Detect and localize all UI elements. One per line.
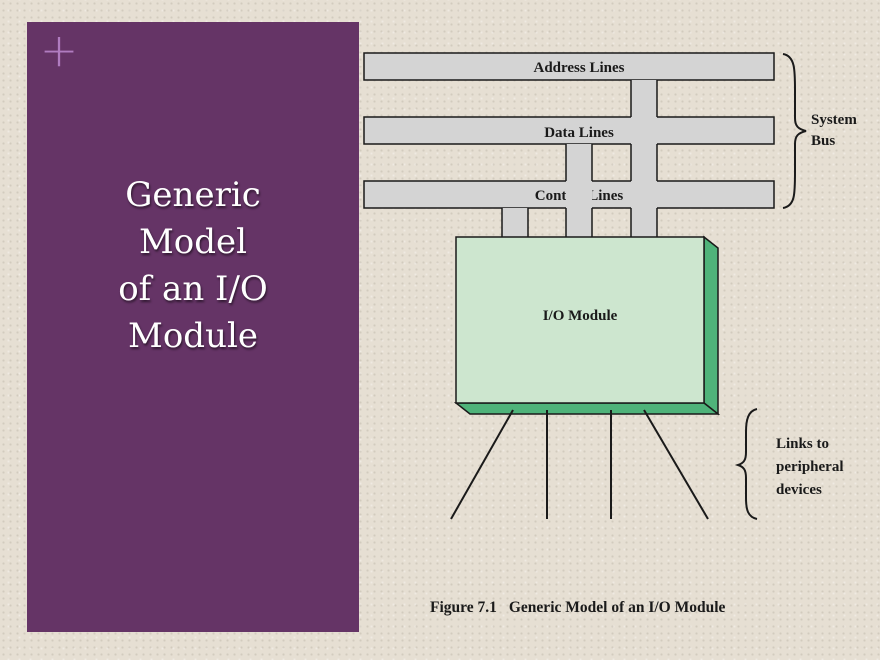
io-module-label: I/O Module xyxy=(543,308,618,324)
data-lines-label: Data Lines xyxy=(544,125,614,141)
data-lines-bus: Data Lines xyxy=(363,116,775,145)
address-lines-label: Address Lines xyxy=(534,60,625,76)
plus-icon: + xyxy=(39,23,79,77)
title-line-1: Generic xyxy=(125,175,261,215)
slide-title: Generic Model of an I/O Module xyxy=(27,172,359,360)
peripheral-label-line1: Links to xyxy=(776,436,829,452)
peripheral-label-line2: peripheral xyxy=(776,459,844,475)
address-lines-bus: Address Lines xyxy=(363,52,775,81)
title-line-2: Model xyxy=(138,222,248,262)
peripheral-links xyxy=(450,409,709,520)
io-module-box: I/O Module xyxy=(453,235,721,416)
title-panel: + Generic Model of an I/O Module xyxy=(27,22,359,632)
peripheral-label-line3: devices xyxy=(776,482,822,498)
peripheral-brace xyxy=(734,408,758,520)
system-bus-label-line2: Bus xyxy=(811,133,835,149)
system-bus-brace xyxy=(782,53,807,209)
title-line-4: Module xyxy=(128,316,258,356)
caption-text: Generic Model of an I/O Module xyxy=(508,599,726,616)
figure-caption: Figure 7.1 Generic Model of an I/O Module xyxy=(430,599,830,617)
bus-connectors xyxy=(501,80,658,237)
title-line-3: of an I/O xyxy=(118,269,268,309)
system-bus-label-line1: System xyxy=(811,112,857,128)
caption-number: Figure 7.1 xyxy=(430,599,497,616)
